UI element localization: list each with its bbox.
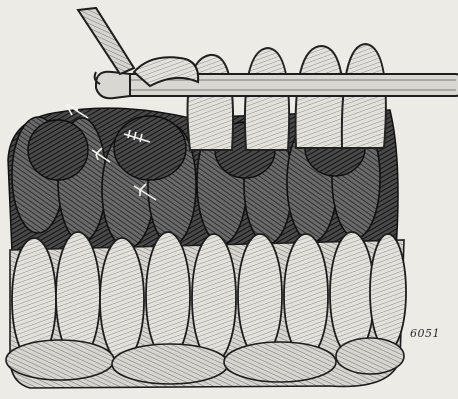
light-stitch-row [6,232,406,388]
figure-number: 6051 [410,327,440,340]
